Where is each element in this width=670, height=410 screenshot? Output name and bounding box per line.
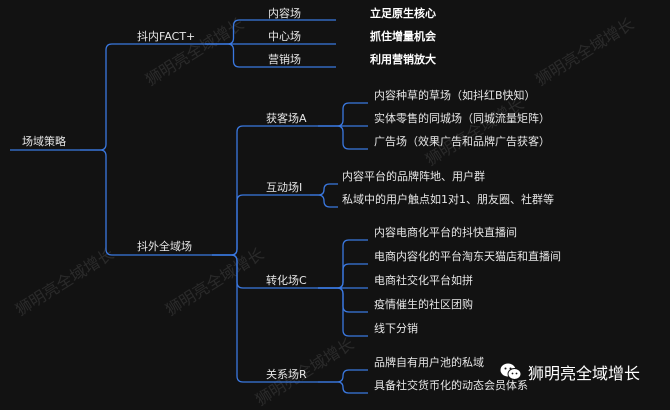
node-relationship-field: 关系场R [266, 368, 307, 381]
account-logo: 狮明亮全域增长 [500, 360, 640, 384]
item-conversion-2: 电商内容化的平台淘东天猫店和直播间 [374, 250, 561, 263]
node-marketing-field: 营销场 [268, 53, 301, 66]
node-center-field: 中心场 [268, 30, 301, 43]
link-root-to-external [80, 149, 132, 256]
link-internal-marketing [205, 43, 262, 68]
item-acquisition-3: 广告场（效果广告和品牌广告获客） [374, 135, 550, 148]
link-rel-2 [318, 381, 368, 394]
detail-marketing-field: 利用营销放大 [370, 53, 436, 66]
link-int-2 [310, 194, 338, 208]
item-conversion-3: 电商社交化平台如拼 [374, 274, 473, 287]
item-acquisition-2: 实体零售的同城场（同城流量矩阵） [374, 112, 550, 125]
root-node: 场域策略 [22, 135, 66, 148]
node-acquisition-field: 获客场A [266, 112, 307, 125]
branch-douyin-internal: 抖内FACT+ [137, 30, 196, 43]
item-relationship-1: 品牌自有用户池的私域 [374, 356, 484, 369]
detail-center-field: 抓住增量机会 [370, 30, 436, 43]
link-external-relationship [212, 254, 262, 383]
link-conv-5 [318, 287, 368, 337]
link-internal-content [205, 19, 262, 45]
link-root-to-internal [80, 43, 132, 151]
item-interaction-2: 私域中的用户触点如1对1、朋友圈、社群等 [342, 193, 554, 206]
item-acquisition-1: 内容种草的草场（如抖红B快知） [374, 89, 536, 102]
item-conversion-1: 内容电商化平台的抖快直播间 [374, 226, 517, 239]
detail-content-field: 立足原生核心 [370, 7, 436, 20]
wechat-icon [500, 363, 522, 380]
item-relationship-2: 具备社交货币化的动态会员体系 [374, 379, 528, 392]
link-conv-2 [318, 263, 368, 289]
branch-douyin-external: 抖外全域场 [137, 240, 192, 253]
link-acq-1 [318, 102, 368, 127]
node-interaction-field: 互动场I [266, 181, 303, 194]
item-interaction-1: 内容平台的品牌阵地、用户群 [342, 170, 485, 183]
link-rel-1 [318, 369, 368, 383]
node-content-field: 内容场 [268, 7, 301, 20]
item-conversion-5: 线下分销 [374, 322, 418, 335]
node-conversion-field: 转化场C [266, 274, 307, 287]
logo-text: 狮明亮全域增长 [528, 364, 641, 383]
link-external-interaction [212, 194, 262, 256]
item-conversion-4: 疫情催生的社区团购 [374, 298, 473, 311]
link-int-1 [310, 183, 338, 196]
link-acq-3 [318, 125, 368, 150]
